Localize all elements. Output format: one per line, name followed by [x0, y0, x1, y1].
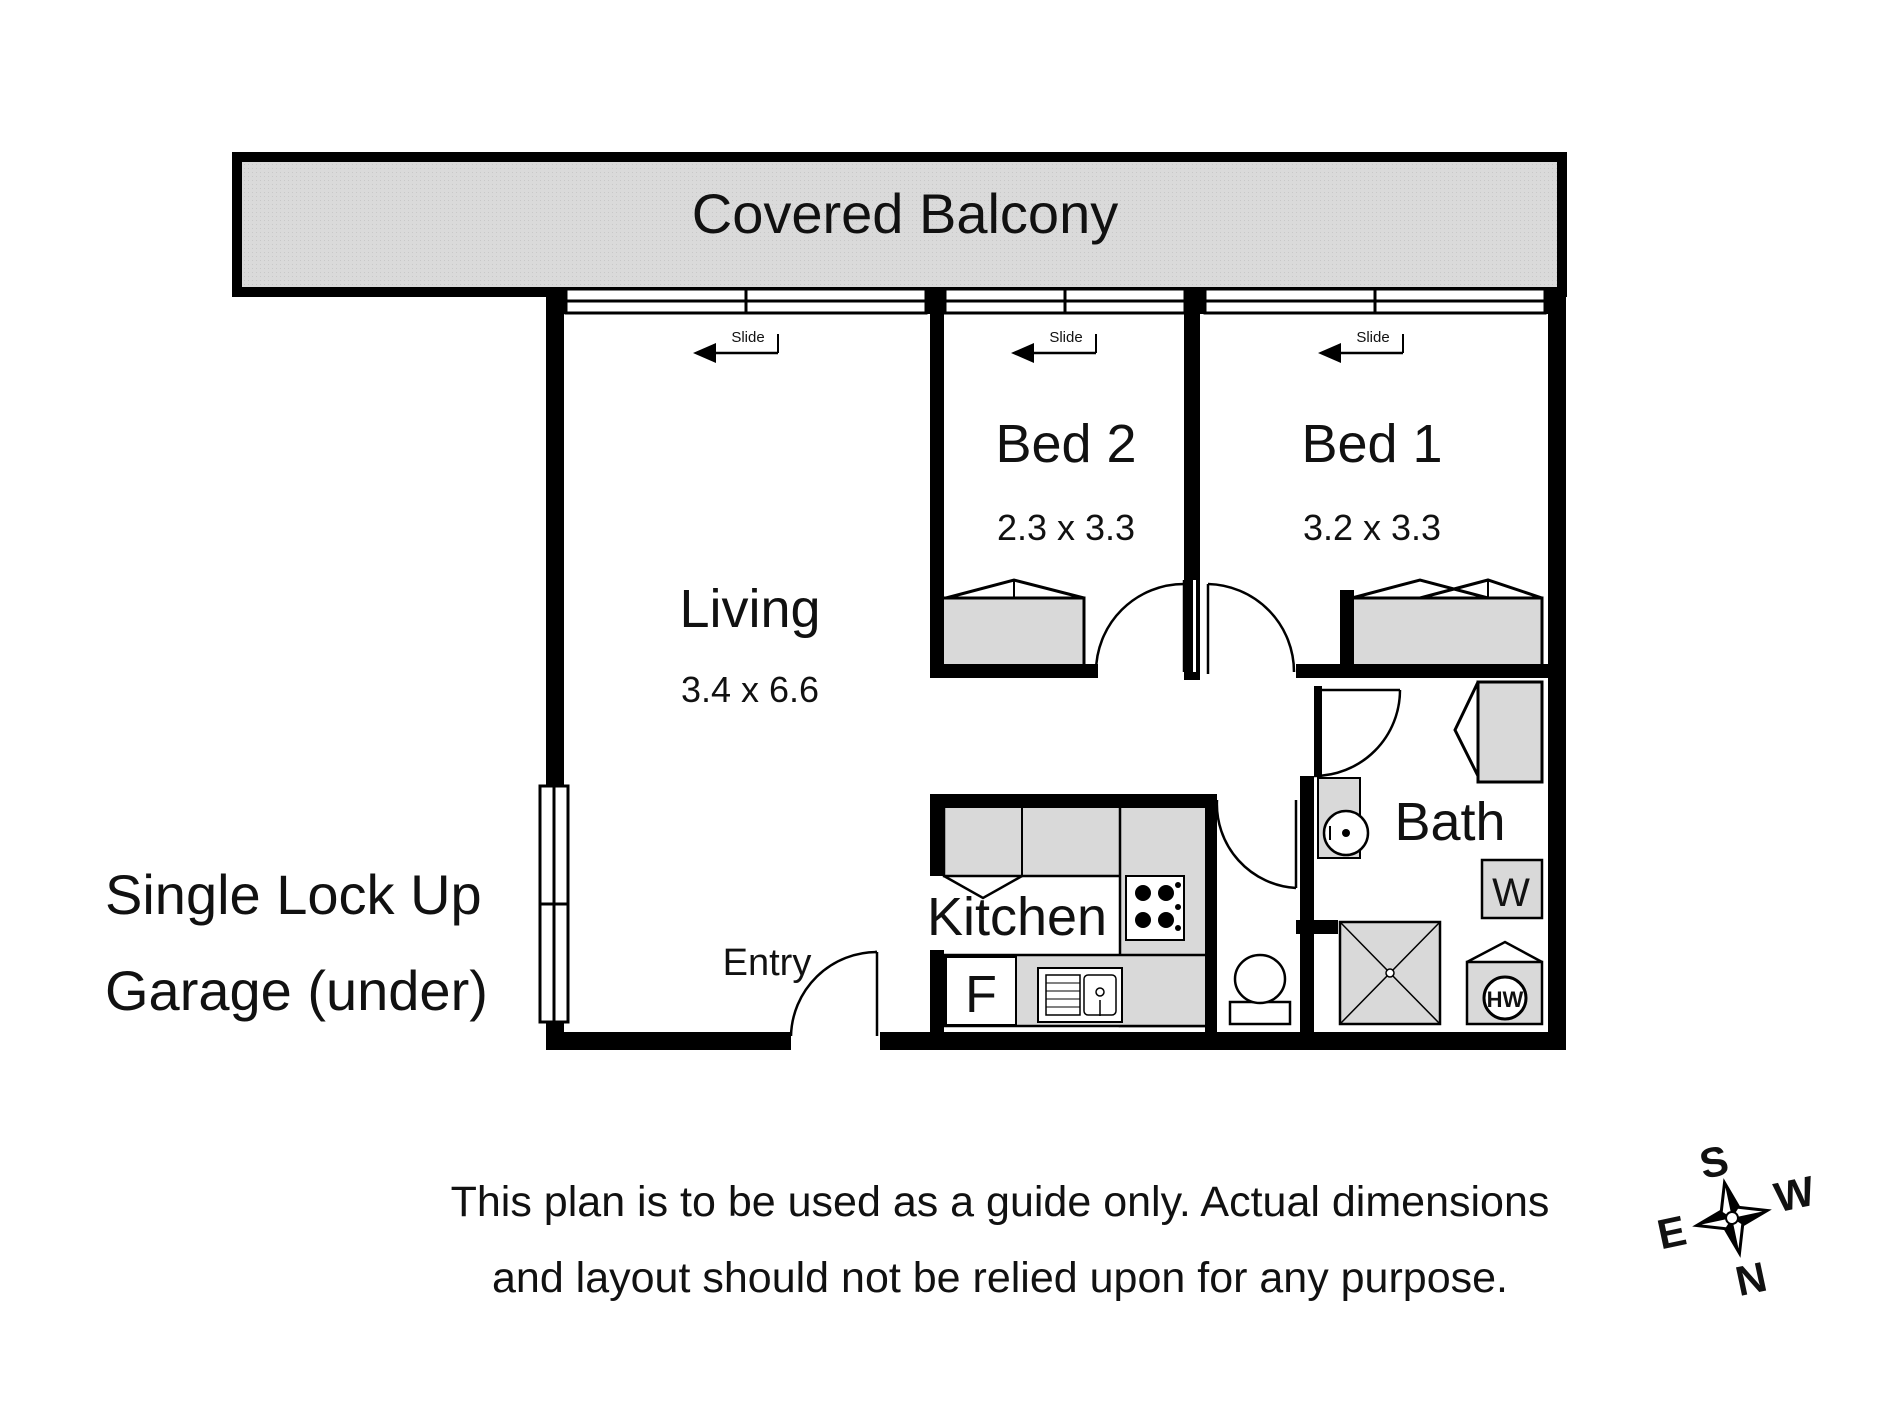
wardrobe-bed2	[940, 578, 1086, 668]
west-window	[538, 784, 570, 1024]
kitchen-sink-icon	[1037, 967, 1123, 1023]
room-dims-living: 3.4 x 6.6	[681, 669, 819, 710]
room-name-kitchen: Kitchen	[927, 887, 1107, 947]
compass-south: S	[1695, 1136, 1732, 1188]
room-name-living: Living	[679, 579, 820, 639]
slide-arrow-living: Slide	[693, 329, 779, 363]
hot-water-icon: HW	[1465, 940, 1544, 1026]
compass-north: N	[1731, 1253, 1770, 1305]
slide-label-bed2: Slide	[1049, 329, 1082, 346]
disclaimer-line-2: and layout should not be relied upon for…	[491, 1254, 1508, 1302]
washer-label: W	[1492, 871, 1530, 915]
hot-water-label: HW	[1487, 987, 1524, 1012]
slide-arrow-bed2: Slide	[1011, 329, 1097, 363]
balcony-label: Covered Balcony	[692, 182, 1118, 245]
basin-icon	[1317, 777, 1370, 859]
disclaimer-line-1: This plan is to be used as a guide only.…	[450, 1178, 1550, 1226]
sliding-doors	[564, 287, 1547, 315]
covered-balcony: Covered Balcony	[232, 152, 1567, 297]
slide-arrow-bed1: Slide	[1318, 329, 1404, 363]
wardrobe-bed1	[1350, 578, 1544, 668]
room-name-bed2: Bed 2	[995, 414, 1136, 474]
fridge-label: F	[965, 966, 997, 1024]
cooktop-icon	[1125, 875, 1185, 941]
slide-label-living: Slide	[731, 329, 764, 346]
compass-west: W	[1770, 1167, 1819, 1221]
washer-icon: W	[1480, 858, 1544, 920]
garage-line-1: Single Lock Up	[105, 863, 482, 926]
garage-line-2: Garage (under)	[105, 959, 488, 1022]
door-swings	[789, 580, 1402, 1037]
room-name-entry: Entry	[723, 942, 812, 984]
room-dims-bed2: 2.3 x 3.3	[997, 507, 1135, 548]
room-name-bed1: Bed 1	[1301, 414, 1442, 474]
room-dims-bed1: 3.2 x 3.3	[1303, 507, 1441, 548]
fridge-icon: F	[945, 956, 1017, 1026]
room-name-bath: Bath	[1394, 792, 1505, 852]
slide-label-bed1: Slide	[1356, 329, 1389, 346]
linen-cupboard	[1453, 680, 1544, 784]
walls	[546, 290, 1566, 1050]
shower-icon	[1338, 920, 1442, 1026]
toilet-icon	[1228, 953, 1292, 1026]
